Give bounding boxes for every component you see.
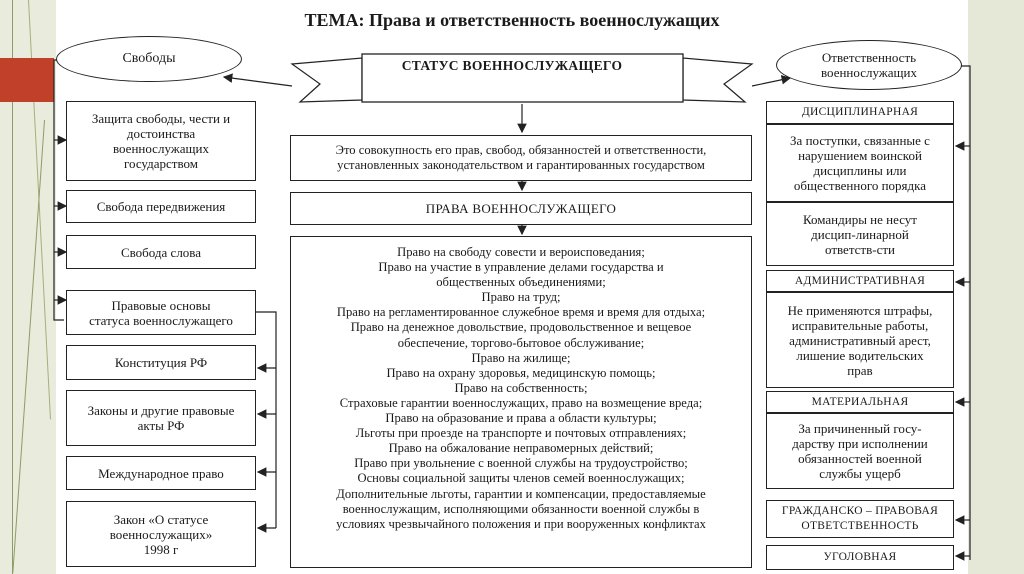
material-title: МАТЕРИАЛЬНАЯ (811, 395, 909, 408)
status-banner: СТАТУС ВОЕННОСЛУЖАЩЕГО (401, 58, 623, 73)
freedom-box: Свобода слова (66, 235, 256, 269)
legal-basis-box: Правовые основы статуса военнослужащего (66, 290, 256, 335)
right-item: Право на труд; (481, 290, 561, 305)
material-text-box: За причиненный госу- дарству при исполне… (766, 413, 954, 489)
legal-source-box: Законы и другие правовые акты РФ (66, 390, 256, 446)
right-item: Основы социальной защиты членов семей во… (357, 471, 685, 486)
right-item: Право на обжалование неправомерных дейст… (388, 441, 654, 456)
rights-header-box: ПРАВА ВОЕННОСЛУЖАЩЕГО (290, 192, 752, 225)
decor-line (12, 0, 13, 574)
criminal-title-box: УГОЛОВНАЯ (766, 545, 954, 570)
right-item: Льготы при проезде на транспорте и почто… (355, 426, 687, 441)
freedoms-ellipse: Свободы (56, 36, 242, 82)
disciplinary-note-box: Командиры не несут дисцип-линарной ответ… (766, 202, 954, 266)
slide-right-margin (968, 0, 1024, 574)
right-item: Право на регламентированное служебное вр… (336, 305, 706, 320)
right-item: Право на охрану здоровья, медицинскую по… (386, 365, 656, 380)
civil-title-box: ГРАЖДАНСКО – ПРАВОВАЯ ОТВЕТСТВЕННОСТЬ (766, 500, 954, 538)
right-item: Право на свободу совести и вероисповедан… (397, 245, 645, 259)
rights-header: ПРАВА ВОЕННОСЛУЖАЩЕГО (425, 201, 617, 216)
responsibility-ellipse: Ответственность военнослужащих (776, 40, 962, 90)
disciplinary-note: Командиры не несут дисцип-линарной ответ… (802, 211, 917, 257)
legal-source-item: Закон «О статусе военнослужащих» 1998 г (109, 511, 213, 557)
freedom-item: Свобода слова (120, 244, 202, 260)
right-item: Право на образование и права а области к… (385, 411, 657, 426)
legal-source-item: Международное право (98, 465, 224, 481)
disciplinary-title: ДИСЦИПЛИНАРНАЯ (801, 106, 919, 118)
legal-source-item: Конституция РФ (114, 355, 208, 370)
administrative-text: Не применяются штрафы, исправительные ра… (787, 302, 933, 378)
freedoms-label: Свободы (122, 51, 176, 66)
definition-text: Это совокупность его прав, свобод, обяза… (335, 143, 707, 172)
material-text: За причиненный госу- дарству при исполне… (792, 421, 928, 481)
responsibility-label: Ответственность военнослужащих (820, 50, 918, 80)
status-banner-ribbon (290, 53, 754, 103)
freedom-box: Свобода передвижения (66, 190, 256, 223)
administrative-title: АДМИНИСТРАТИВНАЯ (794, 274, 926, 287)
legal-basis-label: Правовые основы статуса военнослужащего (89, 297, 233, 328)
legal-source-box: Закон «О статусе военнослужащих» 1998 г (66, 501, 256, 567)
civil-title: ГРАЖДАНСКО – ПРАВОВАЯ ОТВЕТСТВЕННОСТЬ (781, 505, 939, 532)
legal-source-item: Законы и другие правовые акты РФ (87, 403, 235, 433)
right-item: Право на денежное довольствие, продоволь… (350, 320, 692, 335)
right-item: Право на собственность; (454, 380, 588, 395)
freedom-item: Защита свободы, чести и достоинства воен… (91, 111, 231, 171)
page-title: ТЕМА: Права и ответственность военнослуж… (304, 10, 720, 30)
right-item: Право при увольнение с военной службы на… (354, 456, 688, 471)
criminal-title: УГОЛОВНАЯ (823, 551, 897, 563)
disciplinary-text: За поступки, связанные с нарушением воин… (790, 133, 930, 193)
right-item: военнослужащим, исполняющими обязанности… (342, 501, 700, 516)
definition-box: Это совокупность его прав, свобод, обяза… (290, 135, 752, 181)
freedom-box: Защита свободы, чести и достоинства воен… (66, 101, 256, 181)
disciplinary-text-box: За поступки, связанные с нарушением воин… (766, 124, 954, 202)
administrative-title-box: АДМИНИСТРАТИВНАЯ (766, 270, 954, 292)
administrative-text-box: Не применяются штрафы, исправительные ра… (766, 292, 954, 388)
accent-tab (0, 58, 54, 102)
right-item: обеспечение, торгово-бытовое обслуживани… (397, 335, 645, 350)
disciplinary-title-box: ДИСЦИПЛИНАРНАЯ (766, 101, 954, 124)
right-item: условиях чрезвычайного положения и при в… (336, 516, 706, 531)
rights-list: Право на свободу совести и вероисповедан… (290, 236, 752, 568)
right-item: Право на участие в управление делами гос… (378, 260, 664, 275)
legal-source-box: Международное право (66, 456, 256, 490)
right-item: общественных объединениями; (436, 275, 606, 290)
right-item: Дополнительные льготы, гарантии и компен… (336, 486, 706, 501)
freedom-item: Свобода передвижения (96, 199, 226, 214)
material-title-box: МАТЕРИАЛЬНАЯ (766, 391, 954, 413)
right-item: Право на жилище; (471, 350, 571, 365)
right-item: Страховые гарантии военнослужащих, право… (339, 395, 703, 410)
legal-source-box: Конституция РФ (66, 345, 256, 380)
